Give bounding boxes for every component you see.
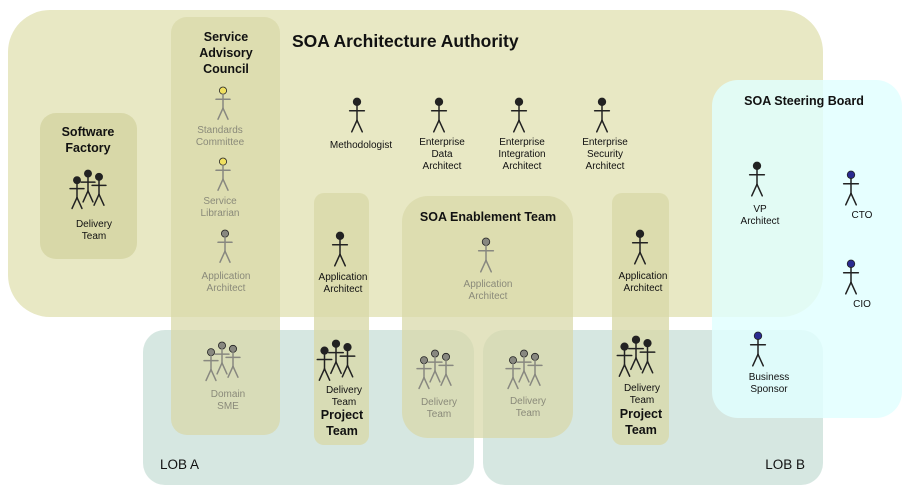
delivery-team-icon: [69, 169, 107, 210]
delivery-team-icon: [416, 349, 454, 390]
person-icon: [215, 157, 231, 191]
svg-text:CIO: CIO: [853, 299, 871, 310]
person-icon: [331, 231, 349, 267]
svg-text:Methodologist: Methodologist: [330, 140, 392, 151]
cto: CTO: [842, 170, 873, 221]
project-team-b-region: [612, 193, 669, 445]
person-icon: [749, 331, 767, 367]
person-icon: [430, 97, 448, 133]
delivery-team-icon: [505, 349, 543, 390]
diagram-title: SOA Architecture Authority: [292, 31, 519, 51]
svg-text:CTO: CTO: [852, 210, 873, 221]
delivery-team-icon: [316, 339, 356, 381]
person-icon: [842, 170, 860, 206]
service-advisory-council-region: [171, 17, 280, 435]
soa-steering-board-label: SOA Steering Board: [744, 94, 864, 108]
cio: CIO: [842, 259, 871, 310]
person-icon: [593, 97, 611, 133]
person-icon: [631, 229, 649, 265]
methodologist: Methodologist: [330, 97, 392, 151]
lob-b-label: LOB B: [765, 457, 805, 472]
delivery-team-icon: [616, 335, 656, 377]
project-team-a-region: [314, 193, 369, 445]
person-icon: [748, 161, 766, 197]
group-icon: [203, 341, 241, 382]
person-icon: [477, 237, 495, 273]
person-icon: [510, 97, 528, 133]
steering-board-region: [712, 80, 902, 418]
person-icon: [842, 259, 860, 295]
soa-enablement-team-label: SOA Enablement Team: [420, 210, 556, 224]
person-icon: [215, 86, 231, 120]
person-icon: [348, 97, 366, 133]
person-icon: [217, 229, 233, 263]
lob-a-label: LOB A: [160, 457, 199, 472]
